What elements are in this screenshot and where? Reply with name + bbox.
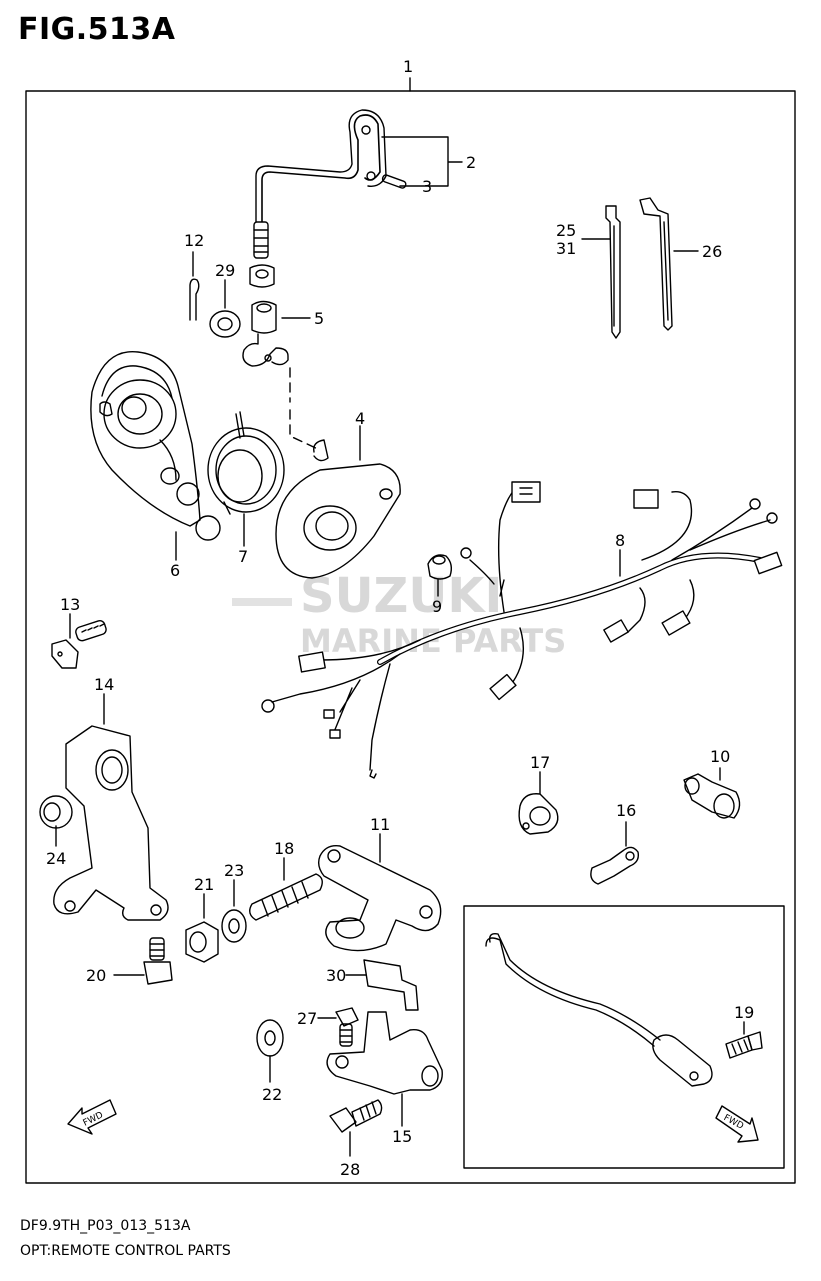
callout-23: 23	[224, 861, 244, 880]
callout-28: 28	[340, 1160, 360, 1179]
washer-22	[256, 1019, 284, 1057]
callout-24: 24	[46, 849, 66, 868]
callout-7: 7	[238, 547, 248, 566]
callout-8: 8	[615, 531, 625, 550]
callout-5: 5	[314, 309, 324, 328]
callout-27: 27	[297, 1009, 317, 1028]
figure-description: OPT:REMOTE CONTROL PARTS	[20, 1243, 231, 1259]
callout-14: 14	[94, 675, 114, 694]
return-spring	[207, 411, 285, 515]
cotter-pin	[189, 278, 200, 321]
assembly-line	[289, 367, 321, 451]
callout-2: 2	[466, 153, 476, 172]
spacer	[683, 773, 741, 819]
callout-labels: 1 2 3 4 5 6 7 8 9 10 11 12 13 14 15 16 1…	[46, 57, 754, 1179]
callout-25: 25	[556, 221, 576, 240]
callout-16: 16	[616, 801, 636, 820]
callout-31: 31	[556, 239, 576, 258]
lever-plate	[275, 439, 401, 579]
callout-9: 9	[432, 597, 442, 616]
callout-22: 22	[262, 1085, 282, 1104]
stud-bolt	[249, 873, 323, 921]
bolt-28	[329, 1099, 383, 1133]
callout-10: 10	[710, 747, 730, 766]
link-rod	[253, 109, 387, 259]
bushing	[39, 795, 73, 829]
figure-title: FIG.513A	[18, 12, 176, 47]
inset-screw	[725, 1031, 763, 1059]
callout-20: 20	[86, 966, 106, 985]
callout-18: 18	[274, 839, 294, 858]
callout-1: 1	[403, 57, 413, 76]
cable-clamp	[518, 793, 559, 835]
svg-text:SUZUKI: SUZUKI	[300, 568, 502, 624]
mounting-bracket	[53, 725, 169, 921]
callout-13: 13	[60, 595, 80, 614]
figure-code: DF9.9TH_P03_013_513A	[20, 1218, 191, 1234]
callout-29: 29	[215, 261, 235, 280]
washer-23	[221, 909, 247, 943]
callout-17: 17	[530, 753, 550, 772]
callout-21: 21	[194, 875, 214, 894]
callout-bracket-2	[381, 136, 463, 187]
callout-15: 15	[392, 1127, 412, 1146]
svg-text:MARINE PARTS: MARINE PARTS	[300, 622, 566, 660]
callout-4: 4	[355, 409, 365, 428]
inset-link-rod	[485, 932, 713, 1087]
screw-bracket	[51, 619, 107, 669]
callout-26: 26	[702, 242, 722, 261]
callout-3: 3	[422, 177, 432, 196]
wire-harness	[261, 481, 783, 779]
bolt-20	[143, 937, 173, 985]
control-lever-housing	[90, 351, 221, 541]
callout-12: 12	[184, 231, 204, 250]
washer	[209, 310, 241, 338]
cable-tie-long	[639, 197, 673, 331]
lever-bracket	[317, 845, 442, 952]
callout-19: 19	[734, 1003, 754, 1022]
cable-tie-short	[605, 205, 621, 339]
inset-frame	[463, 905, 785, 1169]
grommet	[427, 554, 453, 580]
clip	[363, 959, 419, 1011]
callout-30: 30	[326, 966, 346, 985]
callout-6: 6	[170, 561, 180, 580]
bolt-27	[335, 1007, 359, 1047]
watermark: SUZUKI MARINE PARTS	[232, 568, 566, 660]
ring-terminal	[590, 846, 640, 885]
nut	[185, 921, 219, 963]
callout-11: 11	[370, 815, 390, 834]
cable-bracket	[326, 1011, 443, 1095]
fwd-arrow-left: FWD	[67, 1099, 117, 1135]
fwd-arrow-right: FWD	[715, 1105, 759, 1143]
swivel-joint	[242, 264, 289, 367]
